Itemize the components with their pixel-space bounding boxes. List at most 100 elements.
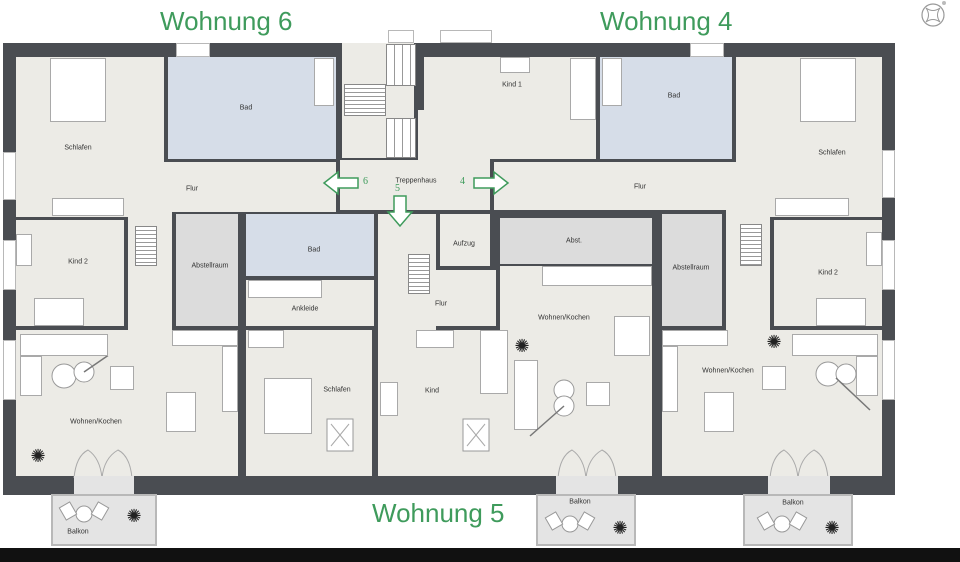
window — [882, 240, 895, 290]
floor-lamp-icon — [529, 379, 575, 437]
balcony-opening — [556, 476, 618, 495]
label-w5-ankleide: Ankleide — [291, 305, 319, 313]
room-w5-flur — [378, 270, 496, 326]
label-w4-kind2: Kind 2 — [818, 269, 838, 277]
window — [3, 240, 16, 290]
compass-icon — [921, 1, 946, 27]
wardrobe — [248, 330, 284, 348]
balcony-furniture-icon: ✺ — [58, 501, 142, 526]
dining-table — [704, 392, 734, 432]
label-w4-bad: Bad — [667, 92, 681, 100]
staircase — [344, 84, 386, 116]
skylight-icon — [326, 418, 354, 452]
plant-icon: ✺ — [514, 336, 530, 356]
label-w6-abstellraum: Abstellraum — [191, 262, 229, 270]
room-w5-abst — [500, 218, 652, 264]
desk — [16, 234, 32, 266]
window — [3, 152, 16, 200]
bed — [34, 298, 84, 326]
bed — [800, 58, 856, 122]
window — [388, 30, 414, 43]
kitchen-counter — [222, 346, 238, 412]
title-wohnung-6: Wohnung 6 — [160, 6, 293, 36]
window — [176, 43, 210, 57]
room-w4-abstellraum — [662, 214, 722, 326]
double-door-icon — [73, 449, 133, 478]
sofa — [20, 334, 108, 356]
svg-text:✺: ✺ — [126, 506, 141, 526]
label-aufzug: Aufzug — [453, 240, 475, 248]
arrow-label-4: 4 — [460, 176, 465, 187]
svg-text:✺: ✺ — [612, 518, 627, 538]
skylight-icon — [462, 418, 490, 452]
floor-lamp-icon — [51, 356, 109, 389]
plant-icon: ✺ — [30, 446, 46, 466]
label-w5-balkon: Balkon — [569, 498, 591, 506]
stair-ladder — [740, 224, 762, 266]
bed — [816, 298, 866, 326]
room-w6-bad — [168, 57, 336, 159]
room-treppenhaus — [340, 160, 490, 210]
bathtub — [602, 58, 622, 106]
label-w4-kind1: Kind 1 — [502, 81, 522, 89]
balcony-opening — [74, 476, 134, 495]
balcony-furniture-icon: ✺ — [756, 511, 840, 538]
room-w6-flur — [130, 162, 336, 212]
dining-table — [166, 392, 196, 432]
room-w4-flur — [494, 162, 770, 210]
arrow-down-icon — [386, 195, 414, 228]
kitchen-counter — [662, 330, 728, 346]
double-door-icon — [557, 449, 617, 478]
label-w4-balkon: Balkon — [782, 499, 804, 507]
room-aufzug — [440, 214, 490, 266]
sofa — [856, 356, 878, 396]
kitchen-counter — [172, 330, 238, 346]
label-w5-bad: Bad — [307, 246, 321, 254]
label-w4-flur: Flur — [633, 183, 647, 191]
wardrobe — [416, 330, 454, 348]
wardrobe — [248, 280, 322, 298]
wardrobe — [52, 198, 124, 216]
label-w5-wohnen: Wohnen/Kochen — [538, 314, 590, 322]
label-w6-flur: Flur — [185, 185, 199, 193]
bathtub — [314, 58, 334, 106]
room-w4-bad — [600, 57, 732, 159]
title-wohnung-5: Wohnung 5 — [372, 498, 505, 528]
staircase — [386, 44, 416, 86]
label-w5-kind: Kind — [424, 387, 440, 395]
label-w6-wohnen: Wohnen/Kochen — [70, 418, 122, 426]
label-w5-abst: Abst. — [566, 237, 582, 245]
label-w5-flur: Flur — [434, 300, 448, 308]
arrow-right-icon — [473, 170, 510, 196]
bed — [570, 58, 596, 120]
arrow-label-6: 6 — [363, 176, 368, 187]
desk — [380, 382, 398, 416]
label-w6-kind2: Kind 2 — [68, 258, 88, 266]
sofa — [792, 334, 878, 356]
armchair — [762, 366, 786, 390]
room-w4-kind1 — [424, 57, 596, 159]
window — [440, 30, 492, 43]
window — [3, 340, 16, 400]
label-w4-abstellraum: Abstellraum — [672, 264, 710, 272]
sofa — [514, 360, 538, 430]
room-w6-abstellraum — [176, 214, 238, 326]
arrow-label-5: 5 — [395, 183, 400, 194]
double-door-icon — [769, 449, 829, 478]
sofa — [20, 356, 42, 396]
label-w4-schlafen: Schlafen — [818, 149, 846, 157]
bed — [50, 58, 106, 122]
wardrobe — [775, 198, 849, 216]
kitchen-counter — [542, 266, 652, 286]
arrow-left-icon — [322, 170, 359, 196]
label-w6-bad: Bad — [239, 104, 253, 112]
stair-ladder — [135, 226, 157, 266]
label-w5-schlafen: Schlafen — [323, 386, 351, 394]
floor-lamp-icon — [815, 361, 871, 411]
balcony-opening — [768, 476, 830, 495]
bottom-bar — [0, 548, 960, 562]
kitchen-counter — [662, 346, 678, 412]
balcony-furniture-icon: ✺ — [544, 511, 628, 538]
title-wohnung-4: Wohnung 4 — [600, 6, 733, 36]
label-treppenhaus: Treppenhaus — [395, 177, 437, 185]
